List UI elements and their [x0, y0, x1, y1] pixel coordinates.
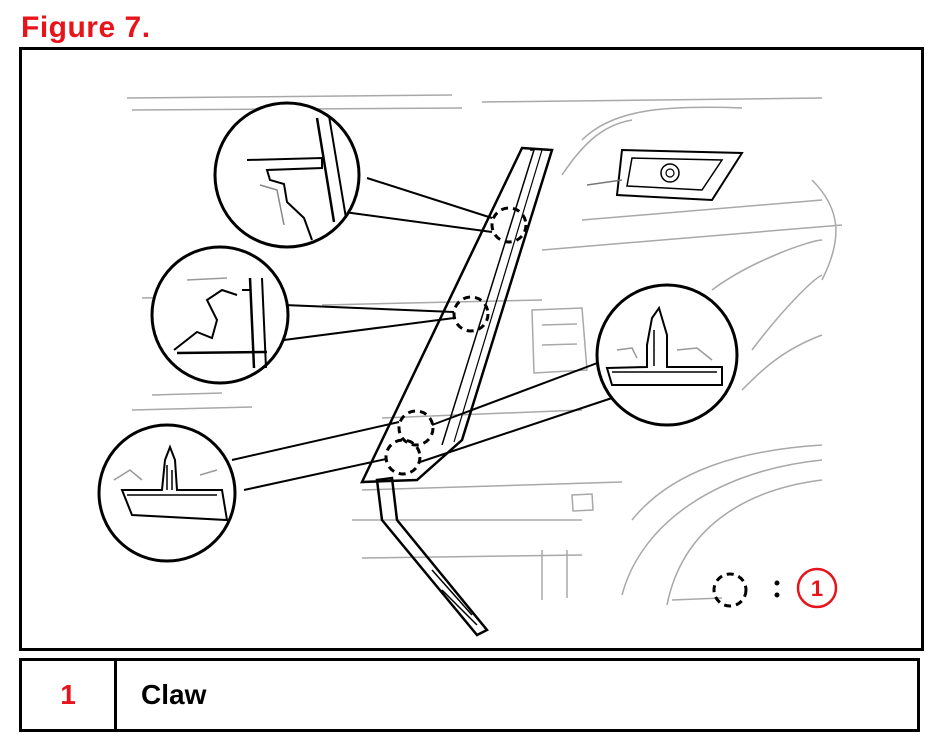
claw-marker-2 — [452, 295, 490, 333]
legend-table: 1 Claw — [19, 658, 920, 732]
claw-marker-1 — [490, 206, 528, 244]
key-dashed-circle-symbol — [712, 572, 748, 608]
legend-row-label: Claw — [141, 679, 207, 710]
illustration-frame: 1 — [19, 47, 924, 651]
pillar-trim — [359, 146, 554, 484]
key-number: 1 — [811, 576, 823, 601]
claw-detail-callout-2 — [150, 245, 290, 385]
claw-marker-3 — [397, 409, 435, 447]
callout-leader-lines — [231, 177, 613, 491]
claw-marker-4 — [384, 438, 422, 476]
marker-key: 1 — [712, 567, 838, 609]
legend-row-number: 1 — [22, 661, 117, 729]
figure-title: Figure 7. — [21, 11, 151, 44]
claw-position-markers — [384, 206, 528, 476]
claw-detail-callout-1 — [213, 101, 361, 249]
door-handle-detail — [586, 148, 744, 202]
background-vehicle-lines — [126, 94, 843, 606]
trim-removal-tool — [375, 476, 489, 637]
pillar-trim-removal-illustration: 1 — [97, 94, 843, 637]
claw-detail-callout-3 — [97, 423, 237, 563]
claw-detail-callout-4 — [595, 283, 739, 427]
key-number-circle — [796, 567, 838, 609]
